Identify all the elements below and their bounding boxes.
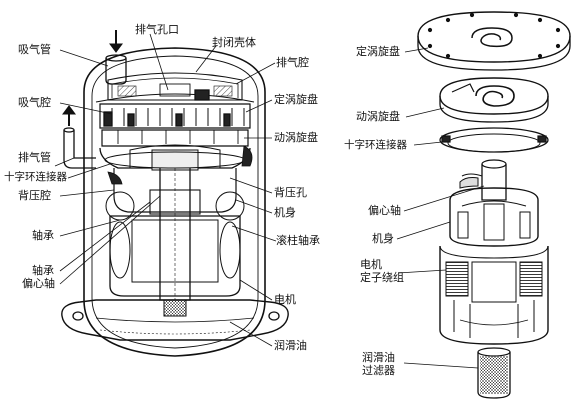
flow-arrows [62,30,123,126]
discharge-pipe [63,130,96,169]
exploded-frame [449,187,539,247]
right-exploded-view [417,11,571,399]
exploded-fixed-scroll [417,11,571,71]
suction-pipe [105,58,127,85]
sealed-shell-outline [83,47,266,357]
label-back-pressure-chamber: 背压腔 [18,189,51,202]
label-r-oil-filter: 润滑油 过滤器 [362,351,395,377]
motor-stator [109,215,241,297]
label-r-oil-filter-line1: 润滑油 [362,351,395,364]
label-discharge-pipe: 排气管 [18,151,51,164]
right-leader-lines [396,47,485,369]
label-r-oil-filter-line2: 过滤器 [362,364,395,377]
label-r-motor-stator: 电机 定子绕组 [360,258,404,284]
label-motor: 电机 [274,293,296,306]
exploded-oldham-ring [439,127,549,153]
label-oldham-ring: 十字环连接器 [4,171,67,183]
label-r-oldham-ring: 十字环连接器 [344,139,407,151]
lube-oil-level [95,317,255,323]
label-back-pressure-hole: 背压孔 [274,186,307,199]
left-section-view [61,47,289,357]
left-leader-lines [54,33,277,347]
exploded-orbiting-scroll [439,77,549,123]
exploded-motor-stator [439,245,549,345]
exploded-eccentric-shaft [459,159,507,201]
label-eccentric-shaft: 偏心轴 [22,277,55,290]
label-r-stator-winding: 定子绕组 [360,271,404,284]
label-lube-oil: 润滑油 [274,339,307,352]
label-r-eccentric-shaft: 偏心轴 [368,204,401,217]
mount-hole-left [72,311,84,321]
label-discharge-port: 排气孔口 [135,23,179,36]
label-needle-bearing: 滚柱轴承 [276,234,320,247]
label-r-frame: 机身 [372,232,394,245]
mount-hole-right [268,311,280,321]
label-r-fixed-scroll: 定涡旋盘 [356,45,400,58]
base-foot-plate [61,299,289,341]
exploded-oil-filter [477,347,511,399]
label-sealed-shell: 封闭壳体 [212,36,256,49]
label-orbiting-scroll: 动涡旋盘 [274,131,318,144]
discharge-cap [107,72,243,101]
label-bearing-2: 轴承 [32,264,54,277]
label-r-motor: 电机 [360,258,382,271]
label-bearing: 轴承 [32,229,54,242]
label-suction-chamber: 吸气腔 [18,96,51,109]
fixed-scroll-section [99,103,251,129]
label-fixed-scroll: 定涡旋盘 [274,93,318,106]
label-r-orbiting-scroll: 动涡旋盘 [356,110,400,123]
orbiting-scroll-section [101,129,249,147]
label-suction-pipe: 吸气管 [18,43,51,56]
label-discharge-chamber: 排气腔 [276,56,309,69]
label-frame: 机身 [274,206,296,219]
